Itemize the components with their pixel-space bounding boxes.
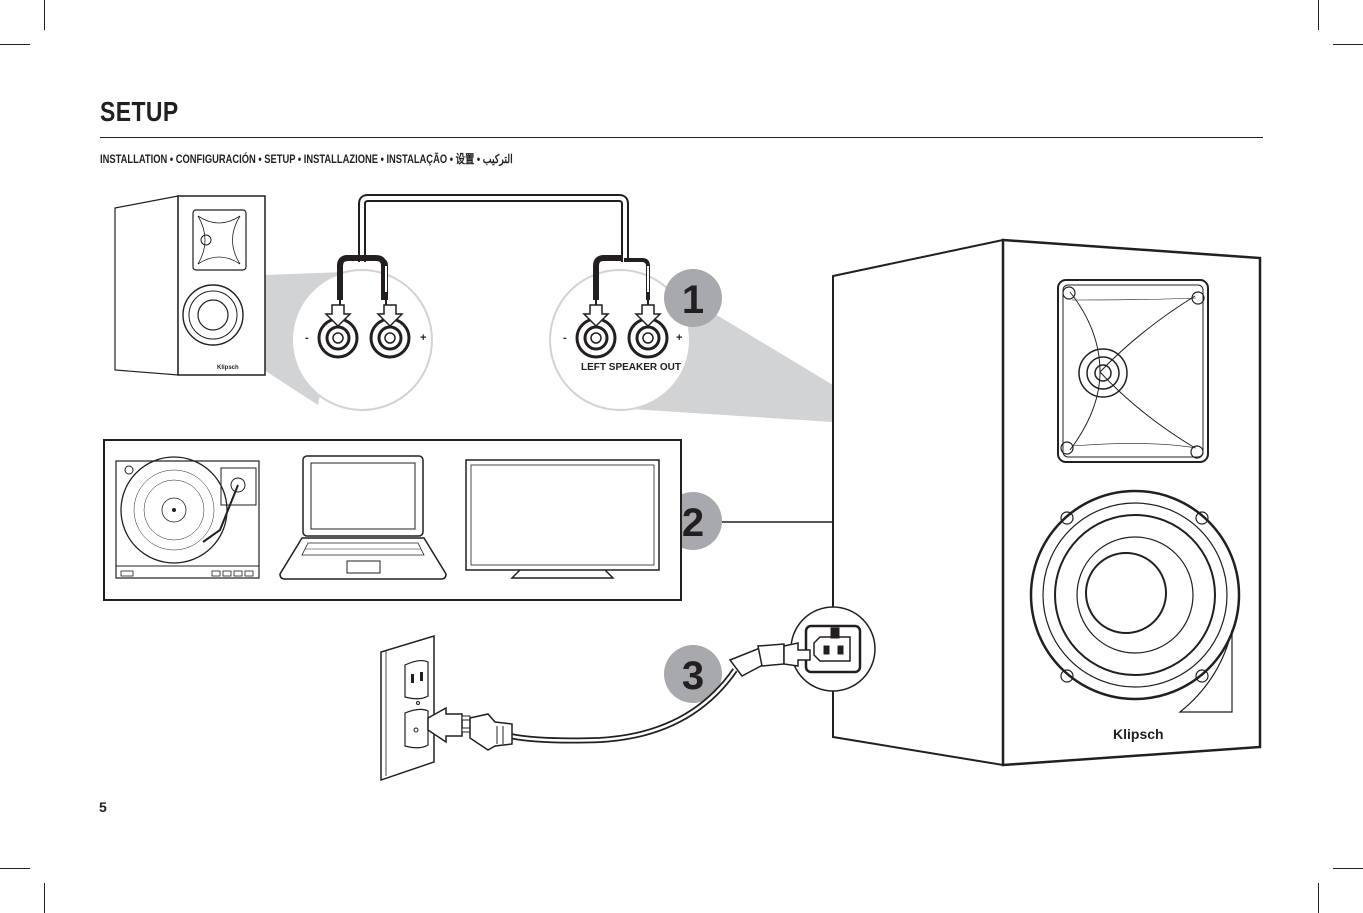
zoom-cone-large-speaker [615, 305, 833, 422]
crop-mark [0, 44, 30, 45]
left-speaker-out-label: LEFT SPEAKER OUT [581, 362, 681, 373]
step-number: 3 [682, 654, 704, 698]
left-terminal-zoom: - + LEFT SPEAKER OUT [549, 255, 691, 411]
step-number: 2 [682, 501, 704, 545]
large-speaker: Klipsch [832, 238, 1262, 767]
language-subtitle: INSTALLATION • CONFIGURACIÓN • SETUP • I… [100, 152, 513, 166]
right-terminal-zoom: - + [291, 255, 433, 411]
terminal-minus-label: - [563, 332, 567, 344]
crop-mark [0, 868, 30, 869]
tv-icon [465, 459, 660, 579]
step-badge-1: 1 [664, 269, 722, 327]
small-speaker: Klipsch [114, 195, 266, 376]
page-number: 5 [99, 799, 107, 815]
wall-plug [427, 706, 513, 751]
power-inlet-zoom [790, 606, 876, 692]
step-badge-3: 3 [664, 645, 722, 703]
laptop-icon [279, 455, 447, 580]
title-rule [100, 137, 1263, 138]
turntable-icon [115, 456, 260, 579]
terminal-plus-label: + [420, 332, 426, 344]
terminal-plus-label: + [676, 332, 682, 344]
power-cord [509, 642, 811, 744]
crop-mark [1333, 44, 1363, 45]
crop-mark [44, 883, 45, 913]
crop-mark [44, 0, 45, 30]
step-number: 1 [682, 278, 704, 322]
source-devices-panel [103, 439, 682, 601]
terminal-minus-label: - [305, 332, 309, 344]
speaker-wire-inner [360, 196, 627, 262]
small-speaker-logo: Klipsch [217, 365, 239, 371]
speaker-wire [358, 194, 629, 262]
crop-mark [1318, 883, 1319, 913]
page-title: SETUP [100, 96, 179, 127]
crop-mark [1333, 868, 1363, 869]
crop-mark [1318, 0, 1319, 30]
wall-outlet [380, 634, 435, 782]
large-speaker-logo: Klipsch [1113, 726, 1164, 742]
